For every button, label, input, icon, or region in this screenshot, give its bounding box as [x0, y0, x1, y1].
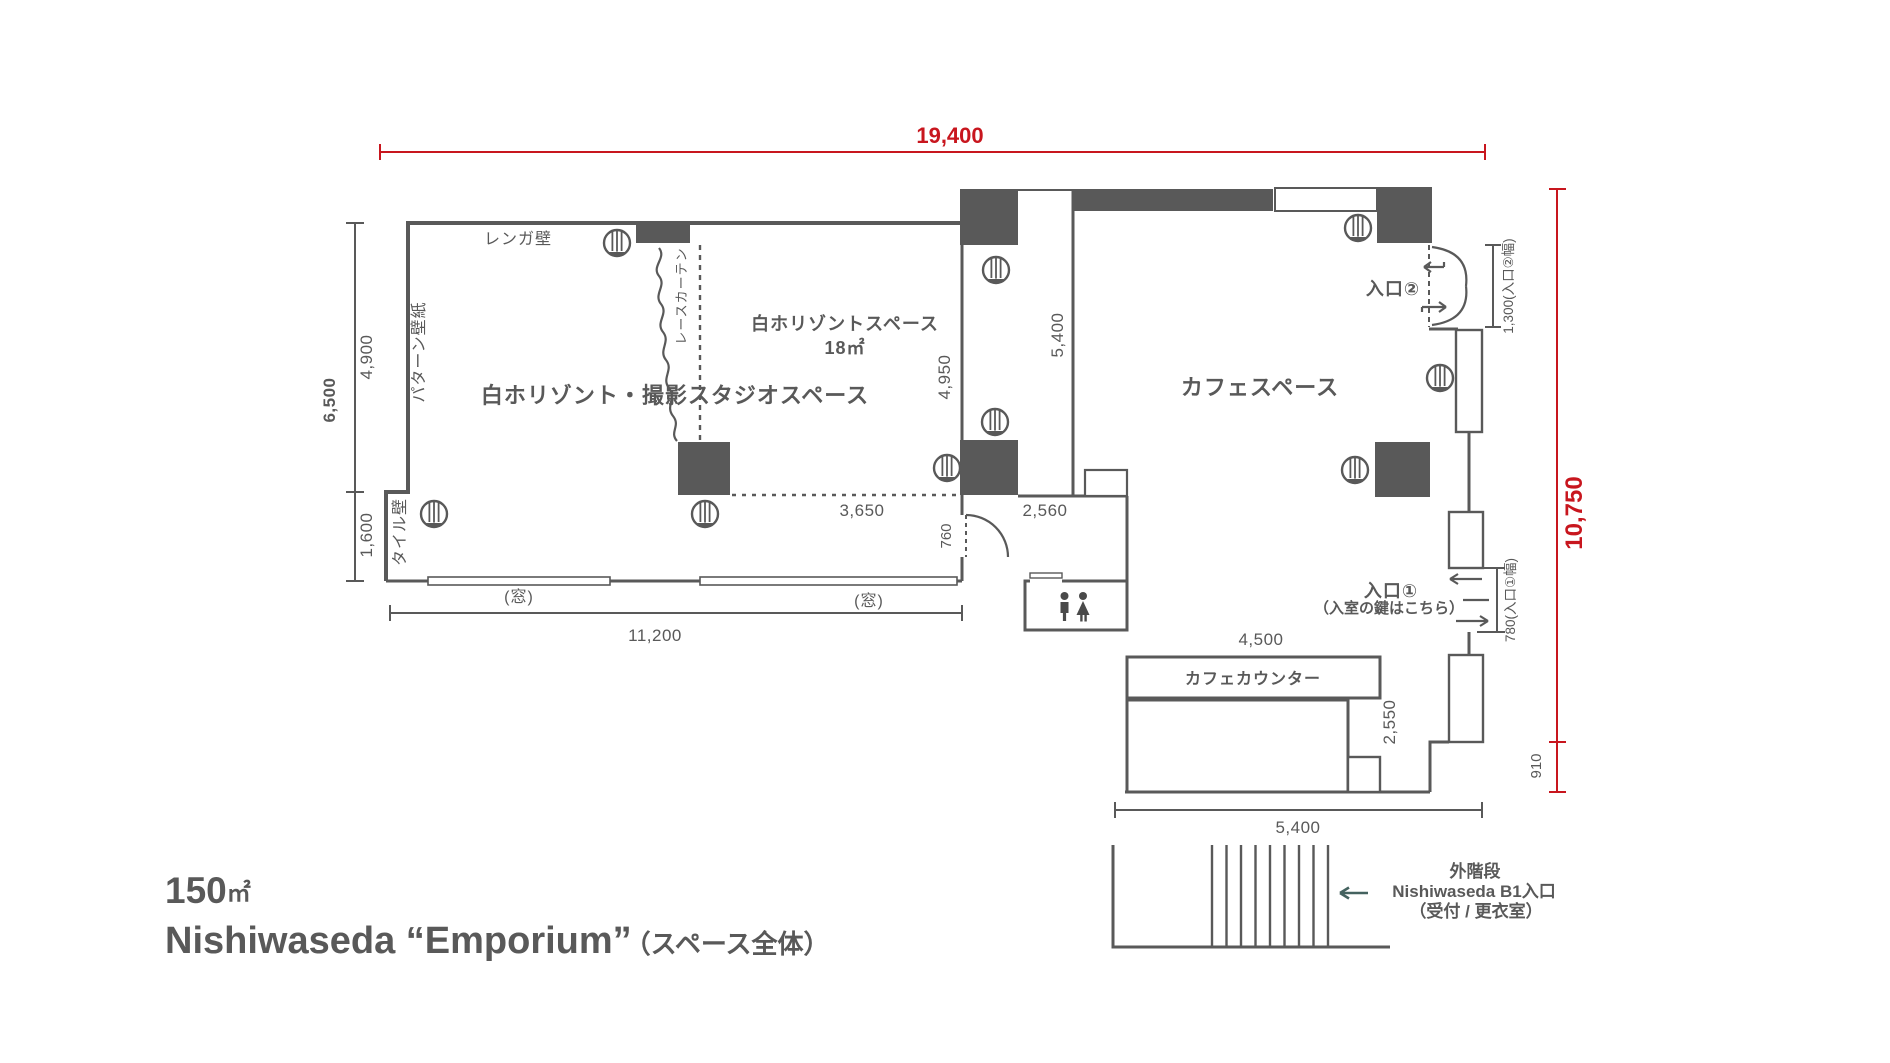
horizon-label: 白ホリゾントスペース	[751, 313, 939, 334]
entrance2-label: 入口②	[1366, 279, 1420, 299]
light-icon	[1425, 363, 1455, 393]
lace-curtain-label: レースカーテン	[674, 247, 689, 344]
stairs-treads	[1210, 845, 1330, 947]
pattern-wallpaper-label: パターン壁紙	[409, 301, 428, 402]
title-area-value: 150	[165, 870, 227, 911]
top-wall-pillar	[636, 221, 690, 243]
woman-icon	[1076, 592, 1090, 622]
kitchen-small-box	[1346, 755, 1382, 794]
toilet-door-leaf	[1029, 572, 1063, 579]
entrance2-out-arrow	[1420, 301, 1447, 313]
dim-nook: 2,560	[1022, 501, 1067, 520]
title-area-unit: ㎡	[227, 879, 251, 907]
cafe-top-wall	[1073, 189, 1273, 211]
dim-kitchen-width: 5,400	[1275, 818, 1320, 837]
dim-left-total: 6,500	[320, 377, 339, 422]
studio-left-wall	[384, 221, 410, 581]
dim-left-upper: 4,900	[357, 334, 376, 379]
toilet-room	[1023, 572, 1129, 632]
dimension-lines	[346, 222, 1505, 818]
cafe-room	[1073, 187, 1493, 794]
stairs-b1-label: Nishiwaseda B1入口	[1392, 882, 1555, 901]
dim-left-lower: 1,600	[357, 512, 376, 557]
studio-label: 白ホリゾント・撮影スタジオスペース	[481, 383, 869, 408]
cafe-top-window	[1274, 187, 1378, 212]
man-icon	[1060, 592, 1069, 621]
toilet-box	[1023, 579, 1129, 632]
title-name-text: Nishiwaseda “Emporium”	[165, 920, 632, 962]
corridor-top-pillar	[960, 189, 1018, 245]
light-icon	[980, 407, 1010, 437]
entrance1-in-arrow	[1449, 573, 1482, 585]
window2-label: (窓)	[854, 592, 884, 610]
corridor	[960, 189, 1129, 581]
light-icon	[602, 228, 632, 258]
dim-corridor-left: 4,950	[935, 354, 954, 399]
light-icon	[690, 499, 720, 529]
window-bottom-2	[699, 576, 958, 586]
light-icon	[981, 255, 1011, 285]
studio-pillar	[678, 442, 730, 495]
red-dimension-lines	[379, 144, 1566, 793]
cafe-label: カフェスペース	[1181, 375, 1339, 400]
cafe-pillar	[1375, 442, 1430, 497]
dim-counter-width: 4,500	[1238, 630, 1283, 649]
cafe-counter-box	[1125, 655, 1382, 700]
dim-overall-height: 10,750	[1561, 476, 1588, 549]
title-name: Nishiwaseda “Emporium”（スペース全体）	[165, 920, 830, 962]
studio-door-arc	[965, 513, 1010, 558]
dim-studio-door: 760	[938, 523, 955, 548]
dim-counter-depth: 2,550	[1380, 699, 1399, 744]
title-area: 150㎡	[165, 870, 251, 911]
stairs-walls	[1111, 845, 1390, 949]
studio-room	[384, 221, 962, 586]
east-window-1	[1454, 328, 1484, 434]
horizon-area-label: 18㎡	[824, 337, 865, 358]
lace-curtain-line	[655, 247, 678, 442]
dim-corridor-right: 5,400	[1048, 312, 1067, 357]
east-wall-step	[1428, 740, 1449, 792]
cafe-corner-pillar	[1377, 187, 1432, 243]
counter-label: カフェカウンター	[1185, 670, 1321, 688]
window1-label: (窓)	[504, 588, 534, 606]
brick-wall-label: レンガ壁	[484, 229, 552, 248]
east-window-2	[1447, 510, 1485, 570]
corridor-fixture-box	[1083, 468, 1129, 498]
stairs-note-label: （受付 / 更衣室）	[1409, 901, 1542, 921]
tile-wall-label: タイル壁	[390, 498, 409, 566]
corridor-bottom-pillar	[960, 440, 1018, 495]
dim-entrance2-width: 1,300(入口②幅)	[1501, 238, 1516, 333]
east-window-3	[1447, 653, 1485, 744]
entrance1-out-arrow	[1456, 615, 1489, 627]
toilet-door-gap	[1030, 578, 1062, 584]
light-icon	[1343, 213, 1373, 243]
light-icon	[1340, 455, 1370, 485]
entrance1-note: （入室の鍵はこちら）	[1314, 599, 1464, 617]
light-icon	[419, 499, 449, 529]
dim-entrance1-width: 780(入口①幅)	[1503, 558, 1518, 642]
stairs-name-label: 外階段	[1450, 861, 1501, 881]
window-bottom-1	[427, 576, 611, 586]
entrance1-label: 入口①	[1364, 581, 1418, 601]
kitchen-box	[1125, 698, 1350, 794]
entrance2-door-arcs	[1431, 245, 1468, 327]
light-icon	[932, 453, 962, 483]
title-scope: （スペース全体）	[638, 929, 830, 959]
dim-bottom-right: 910	[1528, 753, 1545, 778]
dim-studio-width: 11,200	[628, 626, 682, 645]
dim-overall-width: 19,400	[916, 123, 983, 148]
dim-horizon-width: 3,650	[839, 501, 884, 520]
outside-stairs	[1111, 845, 1390, 949]
stairs-entry-arrow	[1339, 886, 1368, 900]
entrance2-in-arrow	[1423, 261, 1446, 273]
